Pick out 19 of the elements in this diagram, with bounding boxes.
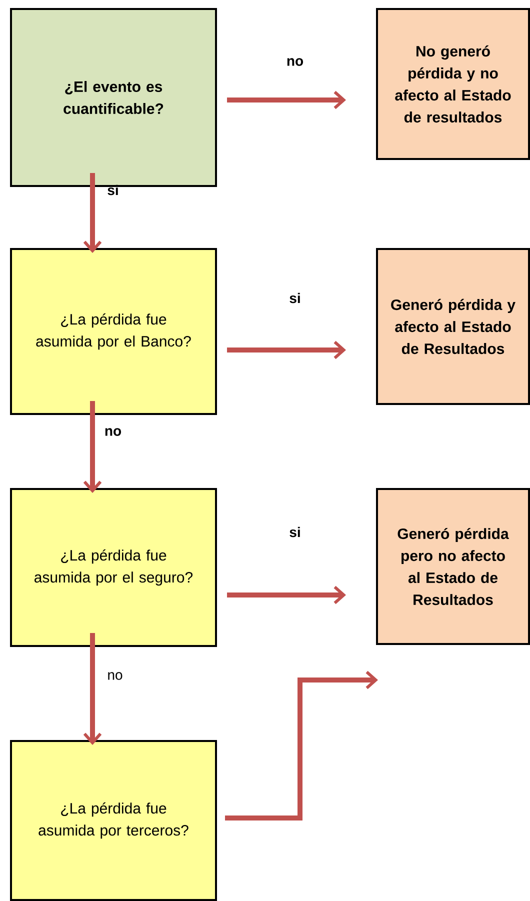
decision-box: ¿La pérdida fue asumida por el seguro? [10,488,217,647]
arrow [83,633,102,745]
decision-box: ¿La pérdida fue asumida por terceros? [10,740,217,901]
arrow [83,173,102,253]
edge-label: no [108,672,122,680]
edge-label: si [290,292,300,304]
outcome-box: Generó pérdida pero no afecto al Estado de Resultados [376,488,530,645]
edge-label: no [287,58,304,66]
outcome-box: No generó pérdida y no afecto al Estado de resultados [376,8,530,160]
decision-box: ¿La pérdida fue asumida por el Banco? [10,248,217,415]
arrow [225,670,378,820]
decision-box: ¿El evento es cuantificable? [10,8,217,187]
edge-label: si [290,526,300,538]
arrow [227,586,346,604]
arrow [227,90,346,110]
outcome-box: Generó pérdida y afecto al Estado de Resultados [376,248,530,405]
arrow [83,401,102,493]
arrow [227,340,346,360]
edge-label: no [105,428,122,436]
